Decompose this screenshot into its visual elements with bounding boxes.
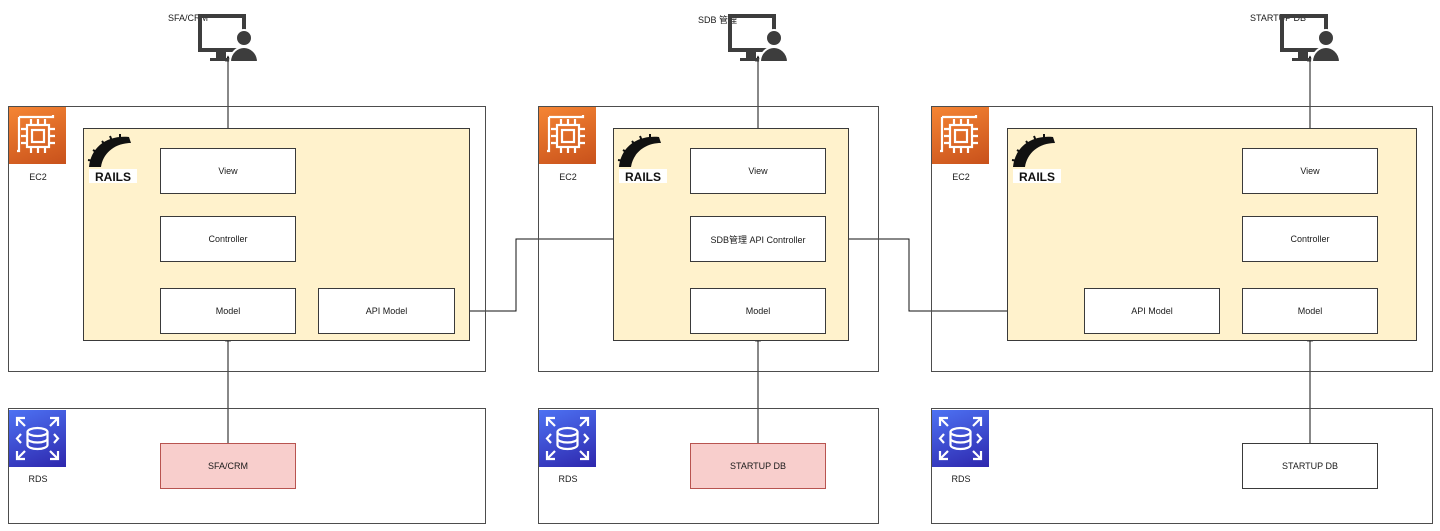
ec2-label: EC2: [29, 172, 47, 182]
model-box-2[interactable]: Model: [690, 288, 826, 334]
model-box-1[interactable]: Model: [160, 288, 296, 334]
arrow-api-controller-to-apimodel-1: [457, 238, 690, 314]
ec2-frame-3: [931, 106, 1433, 372]
user-at-monitor-icon: [1280, 14, 1342, 63]
model-box-3[interactable]: Model: [1242, 288, 1378, 334]
db-box-1[interactable]: SFA/CRM: [160, 443, 296, 489]
controller-box-3[interactable]: Controller: [1242, 216, 1378, 262]
rails-logo-icon: RAILS: [1009, 131, 1065, 192]
rds-label: RDS: [558, 474, 578, 484]
rails-logo-icon: RAILS: [615, 131, 671, 192]
api-model-box-1[interactable]: API Model: [318, 288, 455, 334]
user-label: SFA/CRM: [168, 13, 209, 23]
user-label: STARTUP DB: [1250, 13, 1307, 23]
view-box-1[interactable]: View: [160, 148, 296, 194]
controller-box-1[interactable]: Controller: [160, 216, 296, 262]
rails-logo-text: RAILS: [1019, 170, 1055, 184]
rails-logo-text: RAILS: [625, 170, 661, 184]
rds-frame-1: [8, 408, 486, 524]
api-controller-box-2[interactable]: SDB管理 API Controller: [690, 216, 826, 262]
rds-database-icon: [932, 410, 989, 467]
db-box-2[interactable]: STARTUP DB: [690, 443, 826, 489]
rails-logo-icon: RAILS: [85, 131, 141, 192]
user-label: SDB 管理: [698, 15, 738, 25]
user-1: SFA/CRM: [168, 8, 268, 64]
view-box-3[interactable]: View: [1242, 148, 1378, 194]
user-2: SDB 管理: [698, 8, 798, 64]
user-at-monitor-icon: [198, 14, 260, 63]
rds-frame-2: [538, 408, 879, 524]
view-box-2[interactable]: View: [690, 148, 826, 194]
api-model-box-3[interactable]: API Model: [1084, 288, 1220, 334]
db-box-3[interactable]: STARTUP DB: [1242, 443, 1378, 489]
rails-logo-text: RAILS: [95, 170, 131, 184]
rds-label: RDS: [28, 474, 48, 484]
rds-label: RDS: [951, 474, 971, 484]
user-3: STARTUP DB: [1250, 8, 1350, 64]
user-at-monitor-icon: [728, 14, 790, 63]
rds-database-icon: [539, 410, 596, 467]
arrow-api-controller-to-apimodel-3: [826, 238, 1084, 314]
rds-database-icon: [9, 410, 66, 467]
ec2-label: EC2: [952, 172, 970, 182]
ec2-chip-icon: [9, 107, 66, 164]
ec2-label: EC2: [559, 172, 577, 182]
ec2-chip-icon: [932, 107, 989, 164]
ec2-frame-1: [8, 106, 486, 372]
rds-frame-3: [931, 408, 1433, 524]
ec2-chip-icon: [539, 107, 596, 164]
ec2-frame-2: [538, 106, 879, 372]
